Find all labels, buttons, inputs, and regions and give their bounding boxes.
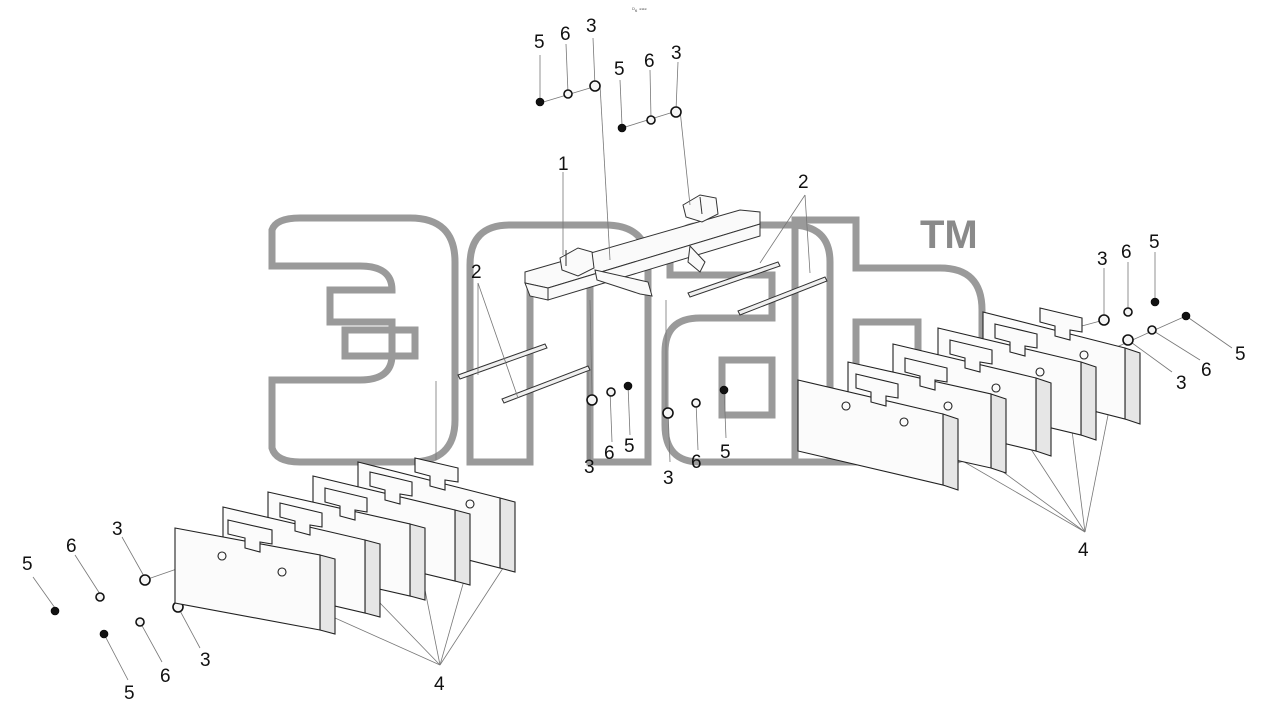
callout-6: 6: [160, 666, 171, 687]
callout-3: 3: [112, 519, 123, 540]
callout-3: 3: [663, 468, 674, 489]
beam-part-1: [524, 194, 761, 301]
callout-6: 6: [1201, 360, 1212, 381]
callout-3: 3: [1097, 249, 1108, 270]
rods-part-2: [457, 261, 828, 404]
callout-5: 5: [1149, 232, 1160, 253]
plate-right-1: [797, 373, 959, 491]
callout-3: 3: [671, 43, 682, 64]
callout-5: 5: [1235, 344, 1246, 365]
header-code: ᴰ₆ ᵊᵊᵊ: [632, 7, 647, 14]
callout-labels: 5 6 3 5 6 3 1 2 2 3 6 5 3 6 5 3 6 5 5 6 …: [22, 16, 1246, 704]
callout-5: 5: [22, 554, 33, 575]
callout-5: 5: [124, 683, 135, 704]
callout-3: 3: [586, 16, 597, 37]
callout-6: 6: [66, 536, 77, 557]
callout-4: 4: [1078, 540, 1089, 561]
callout-5: 5: [614, 59, 625, 80]
callout-3: 3: [200, 650, 211, 671]
plate-left-1: [174, 519, 336, 635]
callout-6: 6: [1121, 242, 1132, 263]
callout-5: 5: [720, 442, 731, 463]
callout-6: 6: [560, 24, 571, 45]
plates-right-group: [797, 307, 1141, 491]
callout-1: 1: [558, 154, 569, 175]
callout-6: 6: [644, 51, 655, 72]
callout-4: 4: [434, 674, 445, 695]
callout-6: 6: [691, 452, 702, 473]
callout-2: 2: [471, 262, 482, 283]
callout-5: 5: [534, 32, 545, 53]
callout-3: 3: [1176, 373, 1187, 394]
callout-3: 3: [584, 457, 595, 478]
trademark-symbol: TM: [920, 213, 978, 257]
leader-lines: [32, 37, 1233, 681]
callout-2: 2: [798, 172, 809, 193]
callout-6: 6: [604, 443, 615, 464]
fasteners: [50, 80, 1191, 639]
callout-5: 5: [624, 436, 635, 457]
plates-left-group: [174, 457, 516, 635]
